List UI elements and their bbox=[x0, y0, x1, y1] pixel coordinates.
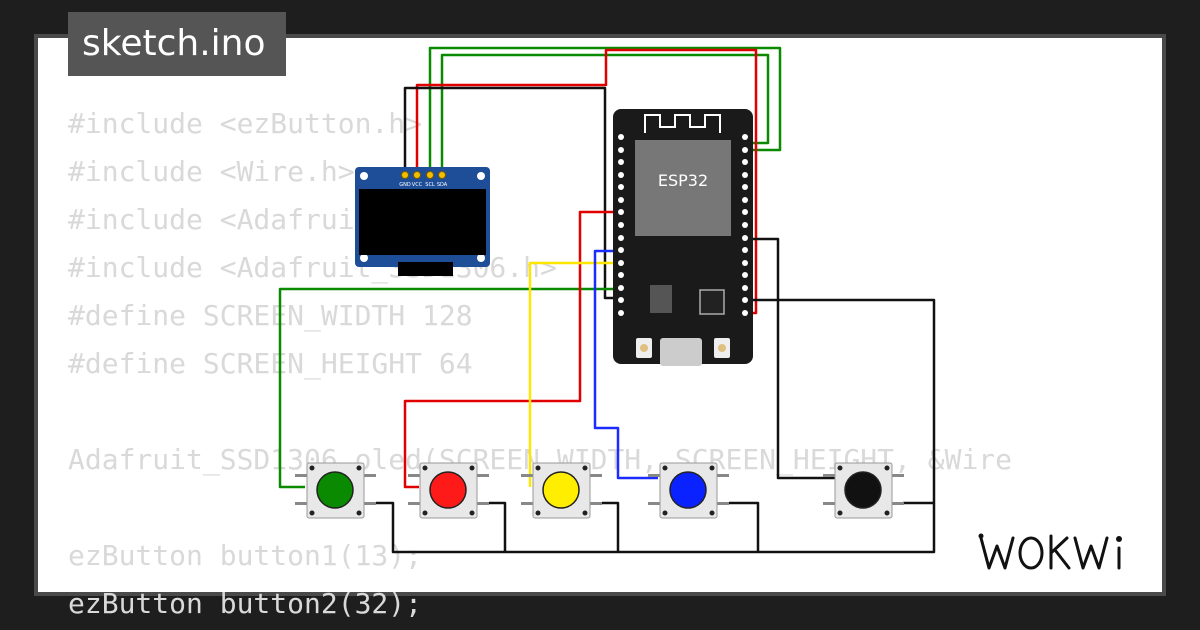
code-line: #include <ezButton.h> bbox=[68, 107, 423, 140]
button-red-cap bbox=[429, 471, 467, 509]
filename-tab[interactable]: sketch.ino bbox=[68, 12, 286, 76]
filename-label: sketch.ino bbox=[82, 23, 266, 64]
wire-btn-red bbox=[403, 210, 621, 489]
wire-gnd-bus bbox=[376, 298, 936, 554]
wire-btn-yellow bbox=[528, 261, 622, 487]
button-yellow[interactable] bbox=[521, 462, 602, 519]
wire-oled-gnd bbox=[403, 86, 619, 300]
code-line: #include <Wire.h> bbox=[68, 155, 355, 188]
code-line: #define SCREEN_HEIGHT 64 bbox=[68, 347, 473, 380]
wire-gnd-blue bbox=[729, 501, 760, 552]
wire-oled-vcc bbox=[415, 48, 758, 315]
wire-btn-green bbox=[278, 287, 620, 489]
wire-btn-black bbox=[746, 237, 835, 480]
oled-display: GND VCC SCL SDA bbox=[355, 167, 490, 276]
oled-pin-sda: SDA bbox=[437, 182, 448, 188]
button-black-cap bbox=[844, 471, 882, 509]
esp32-antenna bbox=[644, 114, 721, 133]
button-blue-cap bbox=[669, 471, 707, 509]
wires bbox=[278, 46, 936, 554]
esp32-pins bbox=[618, 134, 748, 316]
oled-pin-gnd: GND bbox=[399, 182, 411, 188]
button-yellow-cap bbox=[542, 471, 580, 509]
oled-pin-vcc: VCC bbox=[412, 182, 423, 188]
code-line: ezButton button2(32); bbox=[68, 587, 423, 620]
wire-oled-sda bbox=[440, 53, 770, 172]
wokwi-logo bbox=[978, 533, 1122, 570]
button-red[interactable] bbox=[408, 462, 489, 519]
esp32-board: ESP32 bbox=[613, 109, 753, 366]
code-line: #define SCREEN_WIDTH 128 bbox=[68, 299, 473, 332]
wire-gnd-red bbox=[489, 501, 507, 552]
button-blue[interactable] bbox=[648, 462, 729, 519]
esp32-label: ESP32 bbox=[658, 171, 708, 190]
oled-pin-scl: SCL bbox=[425, 182, 435, 188]
wire-gnd-yellow bbox=[602, 501, 620, 552]
code-line: ezButton button1(13); bbox=[68, 539, 423, 572]
wire-oled-scl bbox=[428, 46, 782, 172]
button-green[interactable] bbox=[295, 462, 376, 519]
button-black[interactable] bbox=[823, 462, 904, 519]
wire-btn-blue bbox=[593, 249, 658, 480]
button-green-cap bbox=[316, 471, 354, 509]
